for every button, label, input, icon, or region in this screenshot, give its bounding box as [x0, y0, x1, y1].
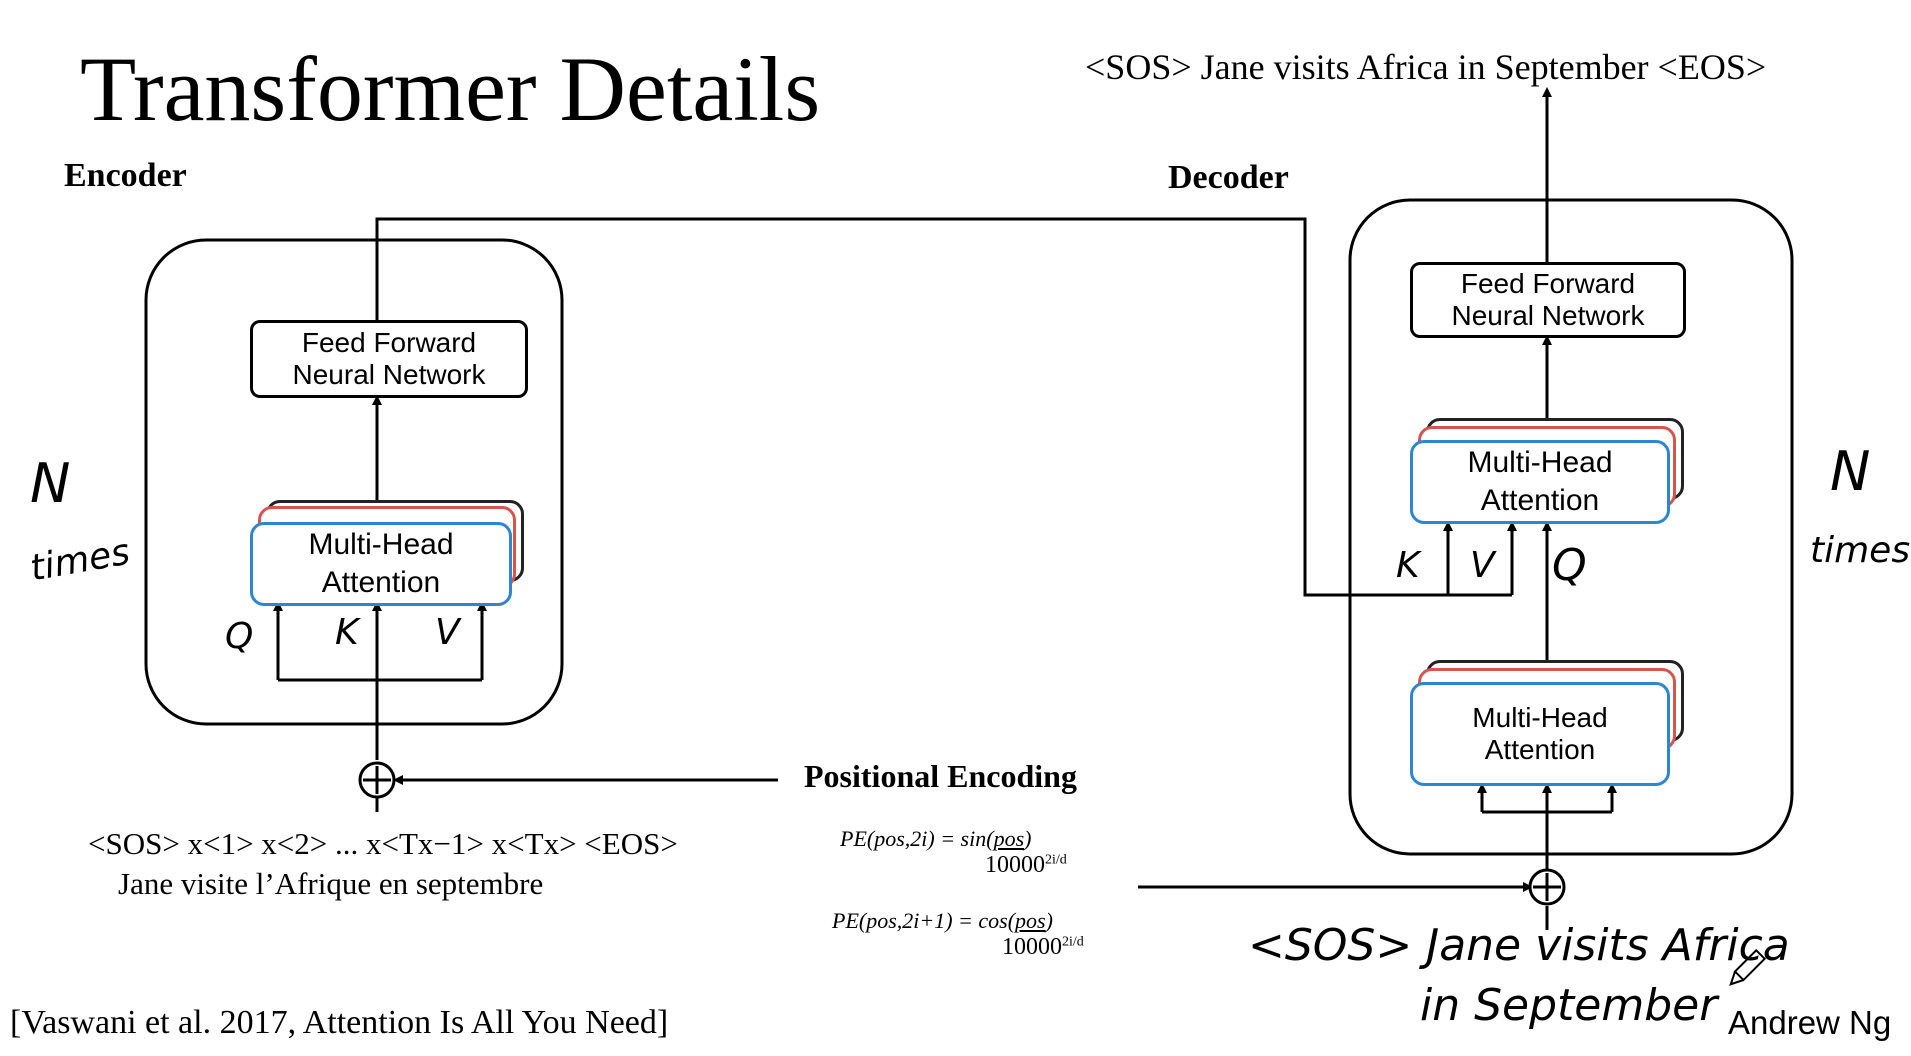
decoder-ffn-line2: Neural Network: [1451, 300, 1645, 331]
pe-formula-sin: PE(pos,2i) = sin(pos) 100002i/d: [840, 826, 1067, 879]
decoder-bottom-attention-line2: Attention: [1484, 734, 1596, 765]
encoder-ffn-line2: Neural Network: [292, 359, 486, 390]
encoder-repeat-n: N: [30, 452, 71, 515]
pe-formula-sin-lhs: PE(pos,2i) = sin(: [840, 826, 994, 851]
decoder-ffn-box: Feed Forward Neural Network: [1410, 262, 1686, 338]
pe-formula-sin-exp: 2i/d: [1045, 852, 1067, 868]
pe-formula-sin-close: ): [1024, 826, 1032, 851]
encoder-k-label: K: [335, 612, 359, 653]
pencil-icon: [1729, 948, 1767, 986]
encoder-v-label: V: [435, 612, 460, 653]
decoder-ffn-line1: Feed Forward: [1460, 268, 1636, 299]
citation: [Vaswani et al. 2017, Attention Is All Y…: [10, 1004, 669, 1041]
encoder-block: [144, 238, 564, 726]
encoder-ffn-line1: Feed Forward: [301, 327, 477, 358]
encoder-attention-line2: Attention: [321, 566, 441, 599]
encoder-input-tokens: <SOS> x<1> x<2> ... x<Tx−1> x<Tx> <EOS>: [88, 826, 678, 861]
decoder-bottom-attention-box: Multi-Head Attention: [1410, 682, 1670, 786]
pe-formula-sin-num: pos: [993, 826, 1025, 851]
positional-encoding-label: Positional Encoding: [804, 758, 1077, 794]
decoder-input-line1: <SOS> Jane visits Africa: [1248, 920, 1790, 971]
encoder-attention-line1: Multi-Head: [308, 528, 454, 561]
decoder-k-label: K: [1396, 545, 1420, 586]
decoder-q-label: Q: [1552, 540, 1587, 591]
encoder-ffn-box: Feed Forward Neural Network: [250, 320, 528, 398]
decoder-bottom-attention-line1: Multi-Head: [1472, 702, 1608, 733]
decoder-input-line2: in September: [1420, 980, 1718, 1031]
pe-formula-cos: PE(pos,2i+1) = cos(pos) 100002i/d: [832, 908, 1084, 961]
encoder-q-label: Q: [225, 616, 254, 657]
encoder-attention-box: Multi-Head Attention: [250, 522, 512, 606]
decoder-v-label: V: [1470, 545, 1495, 586]
decoder-repeat-n: N: [1830, 440, 1871, 503]
decoder-top-attention-line1: Multi-Head: [1467, 446, 1613, 479]
encoder-label: Encoder: [64, 157, 187, 194]
pe-formula-cos-num: pos: [1015, 908, 1046, 933]
decoder-label: Decoder: [1168, 159, 1289, 196]
pe-formula-cos-exp: 2i/d: [1062, 934, 1084, 950]
pe-formula-sin-den: 10000: [985, 852, 1045, 878]
page-title: Transformer Details: [80, 38, 821, 140]
decoder-repeat-times: times: [1810, 530, 1911, 571]
pe-formula-cos-close: ): [1045, 908, 1053, 933]
output-sequence: <SOS> Jane visits Africa in September <E…: [1085, 47, 1767, 87]
author: Andrew Ng: [1728, 1004, 1892, 1041]
pe-formula-cos-den: 10000: [1002, 934, 1062, 960]
pe-formula-cos-lhs: PE(pos,2i+1) = cos(: [832, 908, 1016, 933]
decoder-block: [1348, 198, 1794, 856]
encoder-input-sentence: Jane visite l’Afrique en septembre: [118, 866, 544, 901]
decoder-top-attention-line2: Attention: [1480, 484, 1600, 517]
decoder-top-attention-box: Multi-Head Attention: [1410, 440, 1670, 524]
